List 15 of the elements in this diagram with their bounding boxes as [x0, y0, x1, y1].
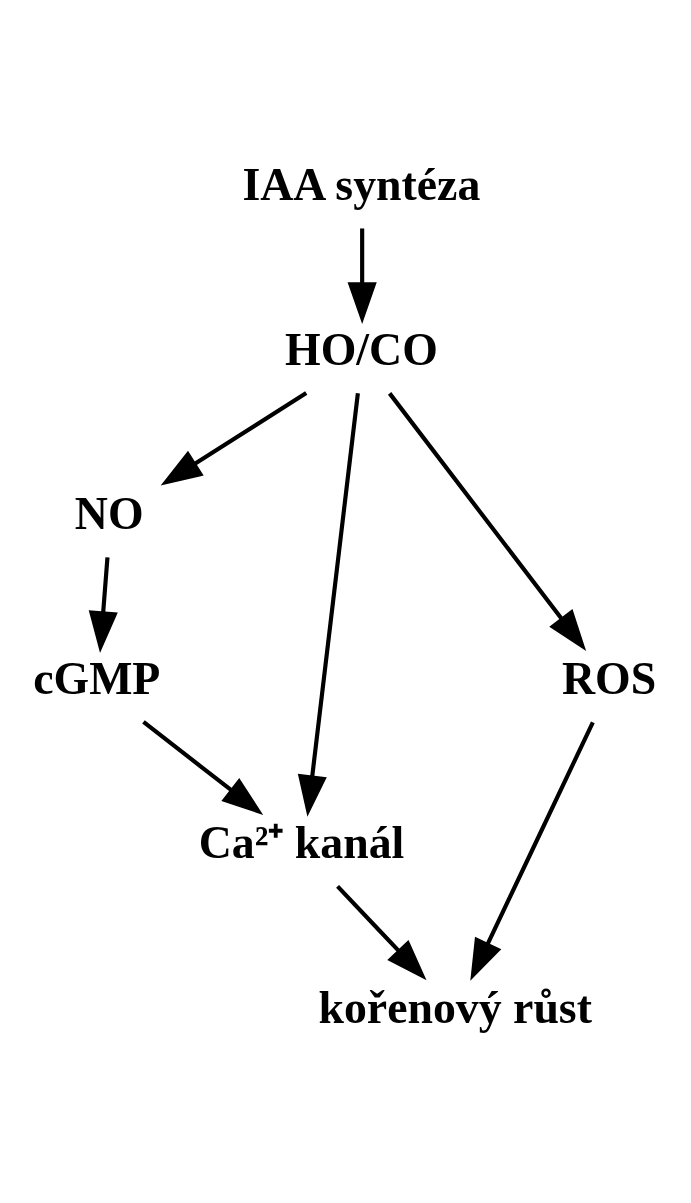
- arrow: [347, 227, 377, 324]
- node-text: HO/CO: [285, 323, 438, 375]
- node-text: ROS: [562, 652, 657, 704]
- node-text: IAA syntéza: [242, 158, 481, 210]
- arrow: [297, 392, 360, 817]
- arrow: [88, 556, 118, 653]
- node-text: kořenový růst: [318, 981, 592, 1033]
- arrow: [160, 390, 308, 486]
- node-text: Ca²⁺ kanál: [198, 816, 405, 868]
- arrow: [336, 884, 427, 980]
- arrow: [142, 719, 264, 815]
- node-text: cGMP: [33, 652, 161, 704]
- node-text: NO: [74, 487, 144, 539]
- arrow: [470, 720, 595, 981]
- arrow: [387, 391, 587, 651]
